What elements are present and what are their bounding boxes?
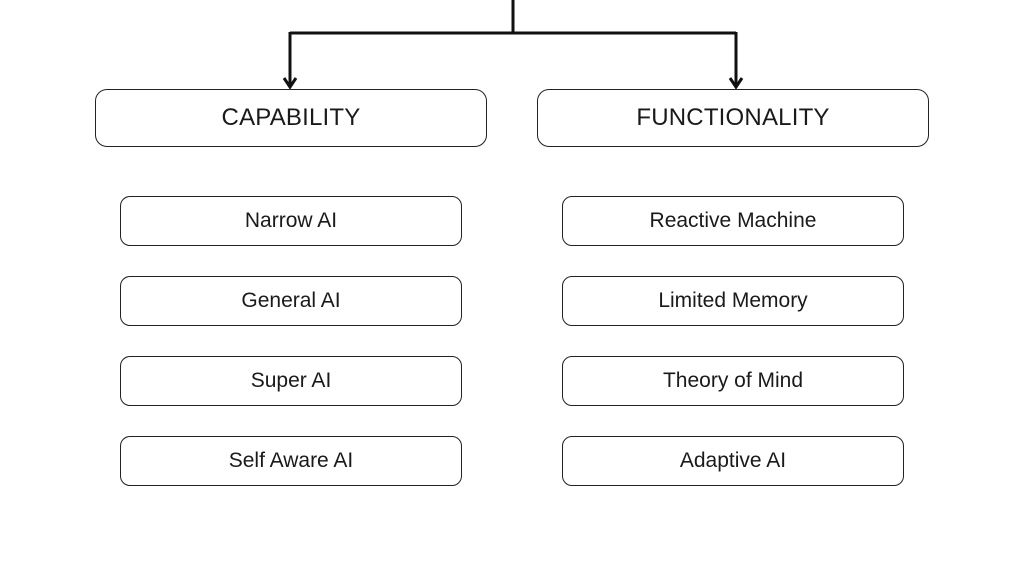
functionality-header: FUNCTIONALITY xyxy=(537,89,929,147)
capability-item-general-ai: General AI xyxy=(120,276,462,326)
capability-header: CAPABILITY xyxy=(95,89,487,147)
functionality-item-limited-memory: Limited Memory xyxy=(562,276,904,326)
functionality-item-adaptive-ai: Adaptive AI xyxy=(562,436,904,486)
arrowhead-capability-icon xyxy=(282,77,298,90)
functionality-item-reactive-machine: Reactive Machine xyxy=(562,196,904,246)
arrowhead-functionality-icon xyxy=(728,77,744,90)
capability-item-super-ai: Super AI xyxy=(120,356,462,406)
capability-item-self-aware-ai: Self Aware AI xyxy=(120,436,462,486)
functionality-item-theory-of-mind: Theory of Mind xyxy=(562,356,904,406)
capability-item-narrow-ai: Narrow AI xyxy=(120,196,462,246)
